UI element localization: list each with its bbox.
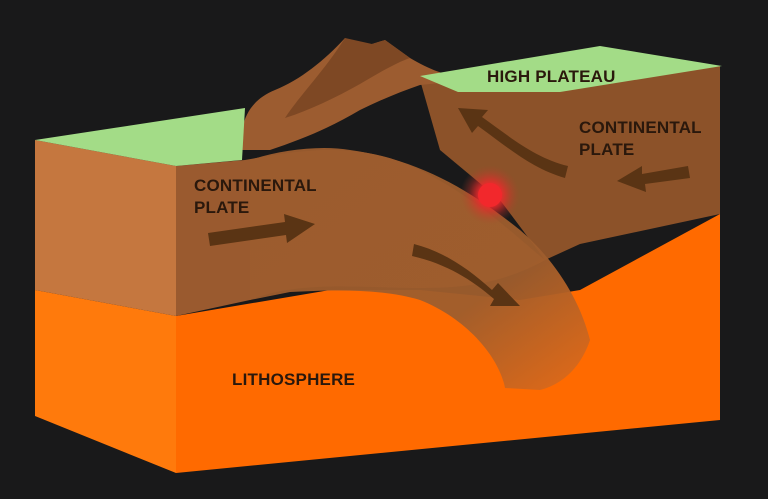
label-continental-plate-left-1: CONTINENTAL [194, 176, 317, 195]
continental-plate-right-side [420, 66, 720, 260]
label-high-plateau: HIGH PLATEAU [487, 67, 616, 86]
mountain-shadow [285, 38, 410, 118]
lithosphere-side-face [176, 214, 720, 473]
magma-core [478, 183, 502, 207]
label-continental-plate-right-2: PLATE [579, 140, 634, 159]
grass-top-right [420, 46, 722, 92]
grass-top-left [35, 108, 245, 166]
lithosphere-front-face [35, 290, 176, 473]
continental-plate-front-face [35, 140, 176, 316]
mountain-range [240, 38, 470, 150]
subducting-slab [250, 148, 590, 390]
arrow-right-plate-left [617, 166, 690, 192]
arrow-subduction-curve [412, 244, 520, 306]
arrow-left-plate-right [208, 214, 315, 246]
label-continental-plate-right-1: CONTINENTAL [579, 118, 702, 137]
label-continental-plate-left-2: PLATE [194, 198, 249, 217]
arrow-uplift-curve [458, 108, 568, 178]
label-lithosphere: LITHOSPHERE [232, 370, 355, 389]
